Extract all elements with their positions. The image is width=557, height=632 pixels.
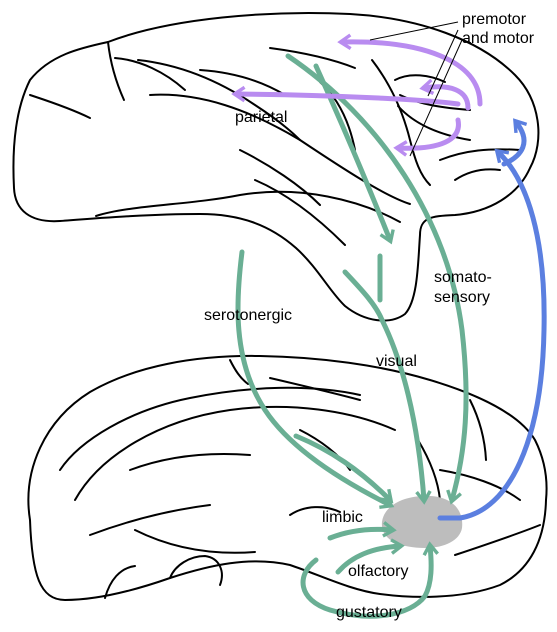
label-limbic: limbic <box>322 509 363 526</box>
medial-sulcus-1 <box>89 504 211 536</box>
label-gustatory: gustatory <box>336 604 402 621</box>
corpus-callosum-upper <box>74 405 396 501</box>
label-somato: somato- <box>434 269 492 286</box>
sulcus-frontal-1 <box>397 105 471 141</box>
medial-sulcus-2 <box>129 452 251 471</box>
sulcus-central <box>371 59 431 186</box>
motor-arrow-lower <box>393 117 461 157</box>
sulcus-parietal-1 <box>29 94 91 119</box>
labels: premotor and motor parietal serotonergic… <box>204 11 535 621</box>
temporal-pathway <box>313 63 395 245</box>
motor-arrow-inner <box>419 78 471 111</box>
motor-pointer <box>409 39 463 157</box>
blue-pathways <box>437 118 547 521</box>
somatosensory-blue-pathway <box>437 148 547 521</box>
somatosensory-pathway <box>285 53 469 505</box>
medial-sulcus-8 <box>439 469 521 501</box>
sulcus-temporal-1 <box>239 149 321 206</box>
label-sensory: sensory <box>434 289 490 306</box>
temporal-fold <box>95 190 401 223</box>
medial-sulcus-4 <box>269 377 361 401</box>
temporal-pole-fold <box>289 506 341 516</box>
premotor-arrow-top <box>337 33 483 107</box>
serotonergic-pathway <box>235 249 395 509</box>
somatosensory-blue-hook <box>501 118 528 167</box>
sulcus-upper-3 <box>199 69 286 96</box>
label-visual: visual <box>376 353 417 370</box>
sulcus-temporal-2 <box>254 179 346 246</box>
medial-sulcus-7 <box>469 399 487 461</box>
medial-sulcus-3 <box>229 359 249 385</box>
brainstem-cut-2 <box>104 565 136 599</box>
lower-visual-link <box>293 433 394 504</box>
lower-brain <box>27 354 548 601</box>
label-serotonergic: serotonergic <box>204 307 292 324</box>
lower-brain-outline <box>27 354 548 601</box>
label-parietal: parietal <box>235 109 287 126</box>
upper-brain-outline <box>12 12 540 322</box>
label-olfactory: olfactory <box>348 563 408 580</box>
label-pointers <box>369 21 463 157</box>
visual-pathway <box>379 317 432 505</box>
olfactory-pathway <box>335 538 405 575</box>
visual-pathway-branch-b <box>342 269 385 323</box>
label-premotor: premotor <box>462 11 527 28</box>
limbic-pathway <box>327 521 397 541</box>
purple-pathways <box>231 33 483 157</box>
brainstem-cut <box>169 555 223 586</box>
sulcus-orbital <box>454 168 501 181</box>
gustatory-pathway <box>300 541 439 619</box>
sulcus-frontal-2 <box>439 148 521 161</box>
target-region <box>381 495 463 548</box>
sulcus-arcuate <box>394 74 446 83</box>
premotor-pointer-1 <box>369 21 459 41</box>
sulcus-front-curve <box>107 41 125 101</box>
sulcus-upper-1 <box>114 57 186 91</box>
medial-sulcus-9 <box>134 529 256 554</box>
label-and-motor: and motor <box>462 30 535 47</box>
premotor-pointer-2 <box>427 29 459 97</box>
parietal-arrow <box>231 85 461 107</box>
sulcus-upper-4 <box>269 47 356 69</box>
medial-sulcus-6 <box>417 439 441 501</box>
green-pathways <box>235 53 469 619</box>
orbital-frontal-sulcus <box>454 524 541 556</box>
